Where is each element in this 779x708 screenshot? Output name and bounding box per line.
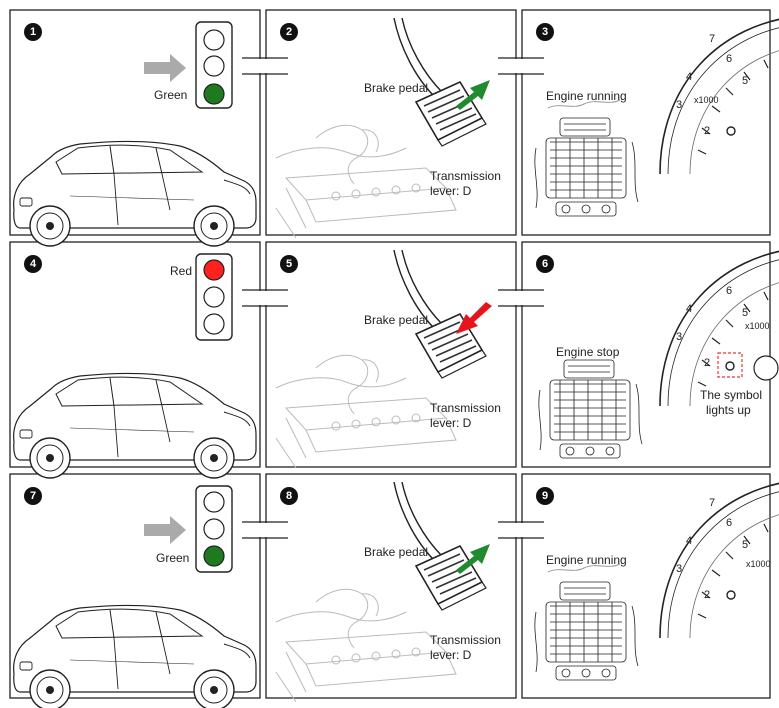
symbol-label-line2: lights up (706, 403, 751, 417)
step-number: 8 (280, 487, 298, 505)
highlight-box (717, 352, 743, 378)
pedal-label: Brake pedal (364, 81, 429, 95)
panel-frames (9, 9, 771, 699)
gauge-tick: 2 (704, 357, 710, 369)
gear-lever-illustration (275, 124, 457, 239)
gauge-tick: 5 (742, 307, 748, 319)
red-lamp (203, 259, 225, 281)
engine-status-label: Engine stop (556, 345, 620, 359)
gauge-tick: 5 (742, 75, 748, 87)
green-lamp (203, 83, 225, 105)
step-number: 4 (24, 255, 42, 273)
light-label: Green (154, 88, 188, 102)
car-illustration (12, 140, 257, 247)
green-arrow (456, 544, 490, 574)
gear-lever-illustration (275, 588, 457, 703)
red-arrow (456, 302, 492, 334)
gauge-tick: 4 (686, 535, 692, 547)
gauge-tick: 7 (709, 33, 715, 45)
instrument-gauge (659, 15, 779, 175)
gray-arrow (144, 54, 186, 82)
gauge-unit: x1000 (694, 95, 719, 105)
gauge-tick: 3 (676, 99, 682, 111)
gauge-tick: 6 (726, 285, 732, 297)
engine-status-label: Engine running (546, 553, 627, 567)
lever-label-line2: lever: D (430, 648, 472, 662)
lever-label-line1: Transmission (430, 401, 501, 415)
gray-arrow (144, 516, 186, 544)
lever-label-line2: lever: D (430, 416, 472, 430)
step-number: 2 (280, 23, 298, 41)
traffic-light-green (195, 21, 233, 109)
step-number: 9 (536, 487, 554, 505)
lever-label-line1: Transmission (430, 169, 501, 183)
light-label: Green (156, 551, 190, 565)
gauge-unit: x1000 (745, 321, 770, 331)
gauge-tick: 4 (686, 303, 692, 315)
panel-connectors (242, 57, 544, 539)
pedal-label: Brake pedal (364, 313, 429, 327)
green-lamp (203, 545, 225, 567)
gauge-tick: 2 (704, 589, 710, 601)
engine-illustration (538, 359, 643, 459)
gauge-tick: 4 (686, 71, 692, 83)
step-number: 7 (24, 487, 42, 505)
gauge-tick: 3 (676, 563, 682, 575)
lever-label-line1: Transmission (430, 633, 501, 647)
light-label: Red (170, 264, 193, 278)
step-number: 1 (24, 23, 42, 41)
green-arrow (456, 80, 490, 110)
gauge-tick: 3 (676, 331, 682, 343)
step-number: 5 (280, 255, 298, 273)
pedal-label: Brake pedal (364, 545, 429, 559)
engine-status-label: Engine running (546, 89, 627, 103)
engine-illustration (534, 581, 639, 681)
gauge-tick: 7 (709, 497, 715, 509)
symbol-label-line1: The symbol (700, 388, 763, 402)
car-illustration (12, 372, 257, 479)
gear-lever-illustration (275, 354, 457, 469)
gauge-tick: 6 (726, 517, 732, 529)
gauge-unit: x1000 (746, 559, 771, 569)
engine-illustration (534, 117, 639, 217)
step-number: 6 (536, 255, 554, 273)
gauge-tick: 5 (742, 539, 748, 551)
gauge-tick: 2 (704, 125, 710, 137)
traffic-light-red (195, 253, 233, 341)
traffic-light-green (195, 485, 233, 573)
step-number: 3 (536, 23, 554, 41)
lever-label-line2: lever: D (430, 184, 472, 198)
car-illustration (12, 604, 257, 708)
gauge-tick: 6 (726, 53, 732, 65)
